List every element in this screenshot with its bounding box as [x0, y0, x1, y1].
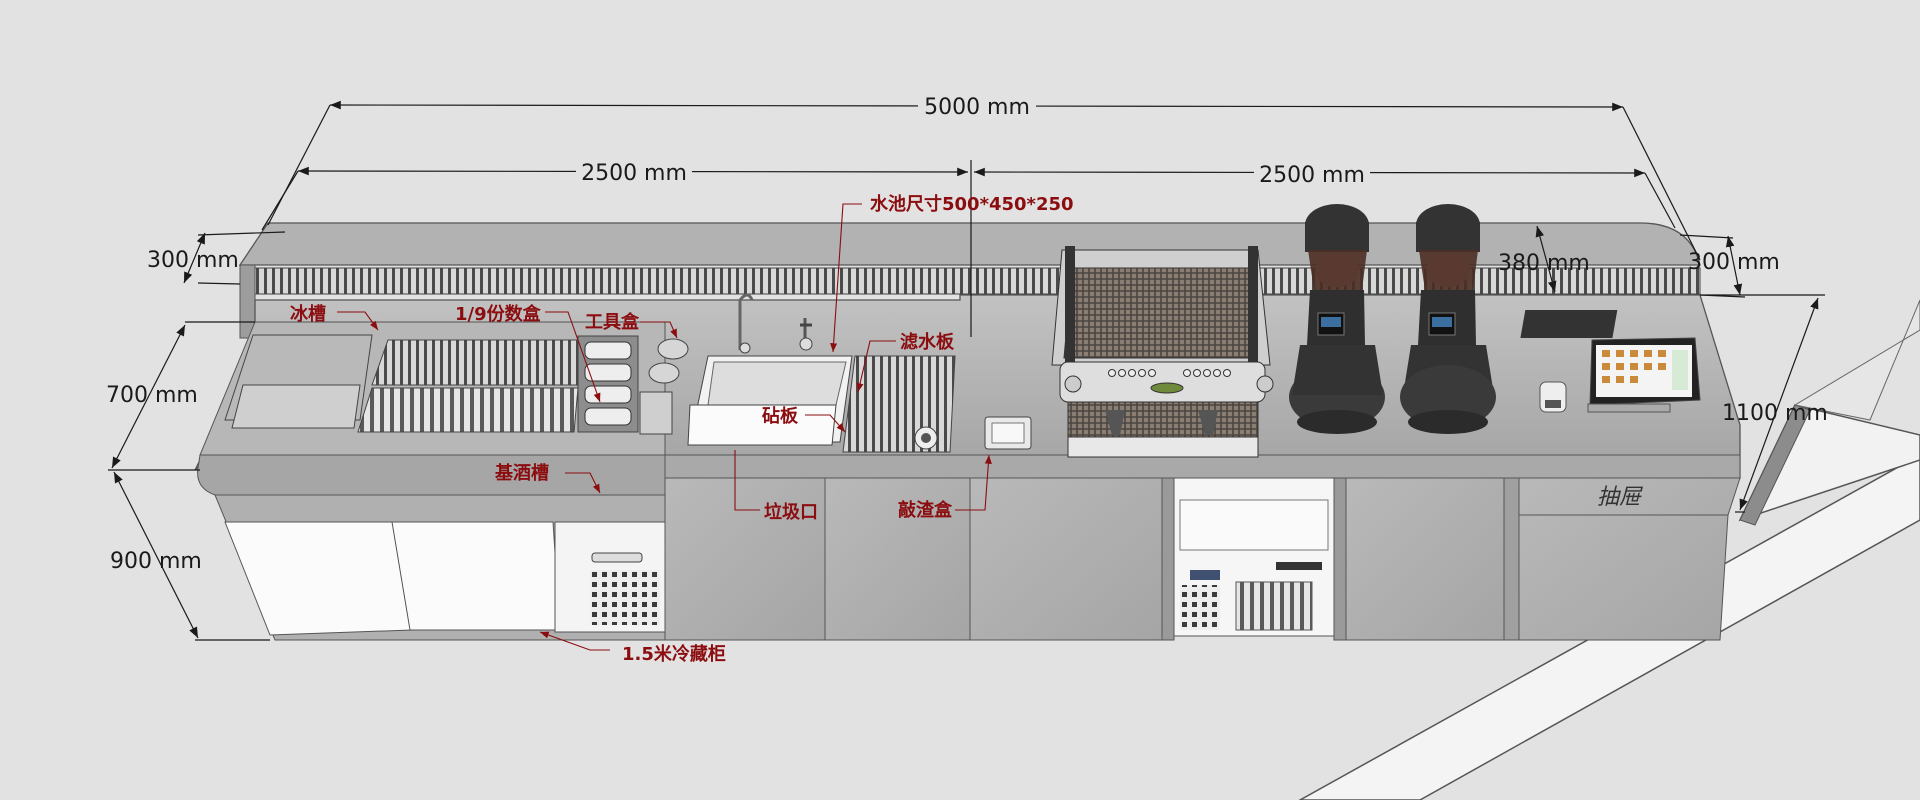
label-base-liquor-rail: 基酒槽 [494, 462, 549, 484]
dim-counter-height: 900 mm [110, 549, 202, 574]
label-cutting-board: 砧板 [762, 405, 799, 427]
coffee-grinder-left [1289, 204, 1385, 434]
label-ninth-pan: 1/9份数盒 [455, 303, 542, 325]
knock-box [984, 416, 1032, 450]
dimension-texts: 5000 mm 2500 mm 2500 mm 300 mm 300 mm 38… [106, 92, 1828, 574]
ninth-pan-set [577, 335, 673, 435]
pos-terminal [1520, 310, 1701, 413]
label-fridge: 1.5米冷藏柜 [622, 643, 726, 665]
dim-total-length: 5000 mm [924, 95, 1030, 120]
coffee-grinder-right [1400, 204, 1496, 434]
annotation-leaders [337, 203, 992, 651]
label-sink-size: 水池尺寸500*450*250 [870, 193, 1074, 215]
sink [687, 293, 853, 446]
label-ice-bin: 冰槽 [290, 303, 326, 325]
label-drain-board: 滤水板 [900, 331, 955, 353]
dim-total-height: 1100 mm [1722, 401, 1828, 426]
ice-bin [224, 334, 373, 429]
label-trash-opening: 垃圾口 [764, 501, 818, 523]
espresso-machine [1051, 246, 1274, 458]
drawer-brand-text: 抽屉 [1597, 485, 1643, 510]
annotation-labels: 冰槽 1/9份数盒 工具盒 水池尺寸500*450*250 滤水板 砧板 基酒槽… [290, 193, 1074, 665]
label-tool-box: 工具盒 [585, 311, 640, 333]
label-knock-box: 敲渣盒 [898, 499, 953, 521]
dim-back-ledge-depth: 380 mm [1498, 251, 1590, 276]
dim-right-length: 2500 mm [1259, 163, 1365, 188]
dim-right-depth-top: 300 mm [1688, 250, 1780, 275]
dim-left-depth-top: 300 mm [147, 248, 239, 273]
dim-left-length: 2500 mm [581, 161, 687, 186]
dim-counter-depth: 700 mm [106, 383, 198, 408]
tool-box [648, 338, 689, 384]
drain-board [842, 355, 956, 453]
speed-rail [357, 339, 586, 433]
